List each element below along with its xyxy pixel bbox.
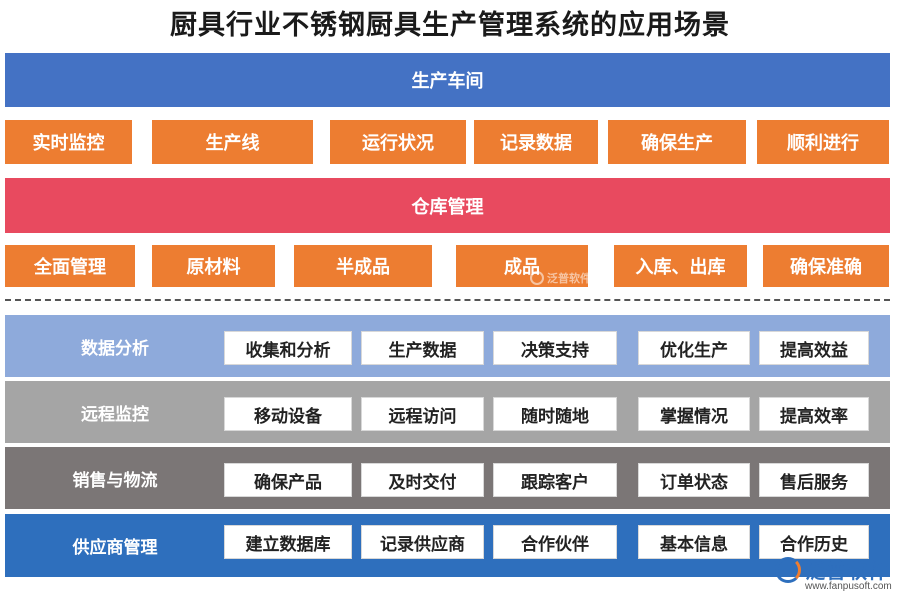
panel-item: 合作历史 — [759, 525, 869, 559]
warehouse-items-row: 全面管理 原材料 半成品 成品 入库、出库 确保准确 — [0, 245, 900, 287]
warehouse-item: 确保准确 — [763, 245, 889, 287]
panel-label: 远程监控 — [81, 404, 149, 425]
workshop-item: 运行状况 — [330, 120, 466, 164]
workshop-item: 记录数据 — [474, 120, 598, 164]
workshop-header: 生产车间 — [5, 53, 890, 107]
panel-item: 建立数据库 — [224, 525, 352, 559]
panel-data-analysis: 数据分析 收集和分析 生产数据 决策支持 优化生产 提高效益 — [5, 315, 890, 377]
watermark-brand: 泛普软件 — [805, 559, 889, 583]
panel-item: 生产数据 — [361, 331, 484, 365]
panel-item: 移动设备 — [224, 397, 352, 431]
panel-item: 记录供应商 — [361, 525, 484, 559]
workshop-item: 实时监控 — [5, 120, 132, 164]
watermark-mid: 泛普软件 — [530, 268, 610, 288]
panel-item: 收集和分析 — [224, 331, 352, 365]
panel-label: 供应商管理 — [72, 538, 158, 558]
warehouse-item: 全面管理 — [5, 245, 135, 287]
dashed-divider — [5, 299, 890, 301]
watermark: 泛普软件 www.fanpusoft.com — [775, 553, 895, 595]
panel-item: 掌握情况 — [638, 397, 750, 431]
panel-remote-monitoring: 远程监控 移动设备 远程访问 随时随地 掌握情况 提高效率 — [5, 381, 890, 443]
panel-item: 优化生产 — [638, 331, 750, 365]
workshop-item: 生产线 — [152, 120, 313, 164]
panel-item: 售后服务 — [759, 463, 869, 497]
panel-item: 合作伙伴 — [493, 525, 617, 559]
brand-logo-icon — [775, 557, 801, 583]
panel-item: 确保产品 — [224, 463, 352, 497]
panel-item: 跟踪客户 — [493, 463, 617, 497]
panel-item: 订单状态 — [638, 463, 750, 497]
panel-item: 随时随地 — [493, 397, 617, 431]
warehouse-item: 半成品 — [294, 245, 432, 287]
warehouse-item: 入库、出库 — [614, 245, 747, 287]
watermark-url: www.fanpusoft.com — [805, 581, 892, 592]
watermark-mid-brand: 泛普软件 — [547, 272, 591, 285]
panel-item: 提高效益 — [759, 331, 869, 365]
warehouse-header: 仓库管理 — [5, 178, 890, 233]
brand-logo-icon — [530, 271, 544, 285]
workshop-item: 确保生产 — [608, 120, 746, 164]
panel-item: 远程访问 — [361, 397, 484, 431]
panel-item: 及时交付 — [361, 463, 484, 497]
diagram-title: 厨具行业不锈钢厨具生产管理系统的应用场景 — [170, 10, 730, 41]
workshop-item: 顺利进行 — [757, 120, 889, 164]
panel-item: 基本信息 — [638, 525, 750, 559]
panel-sales-logistics: 销售与物流 确保产品 及时交付 跟踪客户 订单状态 售后服务 — [5, 447, 890, 509]
panel-item: 提高效率 — [759, 397, 869, 431]
panel-label: 数据分析 — [81, 338, 149, 359]
panel-supplier-management: 供应商管理 建立数据库 记录供应商 合作伙伴 基本信息 合作历史 — [5, 514, 890, 577]
workshop-items-row: 实时监控 生产线 运行状况 记录数据 确保生产 顺利进行 — [0, 120, 900, 164]
panel-label: 销售与物流 — [72, 470, 158, 491]
warehouse-item: 原材料 — [152, 245, 275, 287]
panel-item: 决策支持 — [493, 331, 617, 365]
